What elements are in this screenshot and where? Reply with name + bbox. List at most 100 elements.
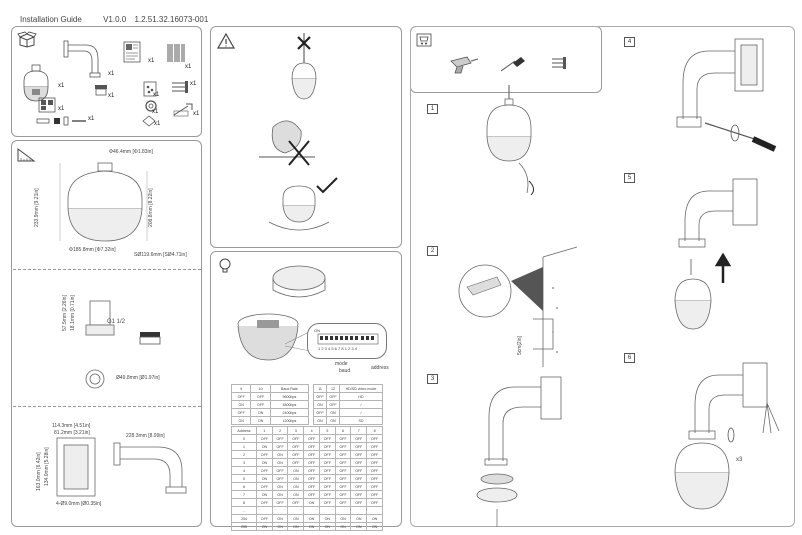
address-cell: ... (230, 506, 258, 515)
address-cell: OFF (350, 482, 368, 491)
step-2-marker: 2 (427, 246, 438, 256)
step-3-drawing (476, 376, 562, 527)
address-cell: ON (287, 482, 305, 491)
step-6-drawing (674, 362, 780, 510)
address-cell: ON (366, 522, 383, 531)
dim-plate-w1: 114.3mm [4.51in] (52, 423, 91, 429)
address-cell: OFF (271, 466, 289, 475)
plate-dimension-drawing (56, 437, 96, 497)
address-cell: OFF (287, 450, 305, 459)
dim-adapter-d: Ø49.8mm [Ø1.97in] (116, 375, 160, 381)
step-5-drawing (674, 178, 758, 330)
baud-header: 9 (230, 384, 252, 393)
dim-plate-h1: 163.0mm [6.42in] (36, 452, 42, 491)
dip-switch-closeup: ON 1 2 3 4 5 6 7 8 1 2 3 4 (307, 323, 387, 359)
address-cell: OFF (350, 490, 368, 499)
address-cell: OFF (256, 466, 273, 475)
mode-cell: OFF (313, 408, 327, 417)
mode-cell: ON (313, 416, 327, 425)
dimensions-panel: Φ46.4mm [Φ1.83in] 233.9mm [9.21in] 208.8… (11, 140, 202, 527)
address-header: 4 (303, 426, 320, 435)
dip-switch-array (317, 333, 379, 345)
doc-title: Installation Guide (20, 15, 82, 24)
address-header: 2 (271, 426, 289, 435)
adapter-photo (139, 332, 161, 345)
hold-camera-correctly (268, 177, 338, 231)
step-1-marker: 1 (427, 104, 438, 114)
address-header: 5 (318, 426, 336, 435)
baud-cell: 4800bps (269, 400, 310, 409)
ruler-icon (17, 148, 36, 162)
address-cell: ON (271, 522, 289, 531)
screw-bag-icon (143, 81, 157, 97)
adapter-item-icon (95, 85, 107, 96)
step-1-drawing (486, 85, 535, 196)
address-cell: ON (287, 466, 305, 475)
mode-cell: SD (338, 416, 384, 425)
address-cell: OFF (350, 474, 368, 483)
dome-cover-drawing (272, 265, 326, 298)
address-cell (287, 506, 305, 515)
tools-qty: x1 (88, 116, 95, 122)
address-cell: OFF (271, 442, 289, 451)
address-cell: OFF (256, 434, 273, 443)
section-divider (13, 406, 201, 407)
dim-thread: G1 1/2 (107, 319, 126, 325)
tip-lightbulb-icon (219, 258, 231, 273)
dip-mode-label: mode (335, 361, 348, 367)
address-cell: OFF (256, 450, 273, 459)
hold-by-cable-prohibited (291, 33, 317, 100)
address-row: ... (230, 506, 383, 515)
address-cell: OFF (334, 490, 352, 499)
address-cell: OFF (366, 442, 383, 451)
baud-cell: OFF (230, 408, 252, 417)
mode-cell: OFF (313, 392, 327, 401)
address-cell: ON (350, 514, 368, 523)
dim-plate-h2: 134.0mm [5.28in] (44, 447, 50, 486)
dim-adapter-h2: 18.1mm [0.71in] (70, 295, 76, 331)
dip-on-label: ON (314, 328, 320, 333)
section-divider (13, 269, 201, 270)
address-cell: ON (366, 514, 383, 523)
address-cell: OFF (303, 482, 320, 491)
dip-switch-panel: ON 1 2 3 4 5 6 7 8 1 2 3 4 mode baud add… (210, 251, 402, 531)
address-cell: OFF (334, 450, 352, 459)
sticker-item-icon (167, 44, 185, 62)
address-cell (334, 506, 352, 515)
baud-cell: 1200bps (269, 416, 310, 425)
address-cell: 3 (230, 458, 258, 467)
address-cell: 254 (230, 514, 258, 523)
baud-cell: 9600bps (269, 392, 310, 401)
camera-item-icon (23, 64, 49, 102)
camera-qty: x1 (58, 83, 65, 89)
wrench-qty: x1 (193, 111, 200, 117)
installation-steps-panel: 1 2 5cm[2in] 3 4 5 (410, 26, 795, 527)
address-cell: ON (318, 522, 336, 531)
address-cell: OFF (334, 458, 352, 467)
address-cell (318, 506, 336, 515)
doc-number: 1.2.51.32.16073-001 (134, 15, 209, 24)
address-cell: ON (271, 482, 289, 491)
adapter-dimension-drawing (85, 300, 115, 336)
cart-icon (416, 33, 432, 47)
address-cell: OFF (303, 442, 320, 451)
baud-cell: ON (250, 416, 271, 425)
address-cell: 7 (230, 490, 258, 499)
tools-item-icon (36, 116, 86, 126)
address-cell: OFF (303, 450, 320, 459)
baud-cell: ON (230, 400, 252, 409)
mode-cell: / (338, 400, 384, 409)
place-dome-down-prohibited (259, 120, 315, 166)
dim-right-height: 208.8mm [8.22in] (148, 188, 154, 227)
address-cell: ON (303, 522, 320, 531)
address-cell: ON (303, 498, 320, 507)
dim-plate-w2: 81.2mm [3.21in] (54, 430, 90, 436)
